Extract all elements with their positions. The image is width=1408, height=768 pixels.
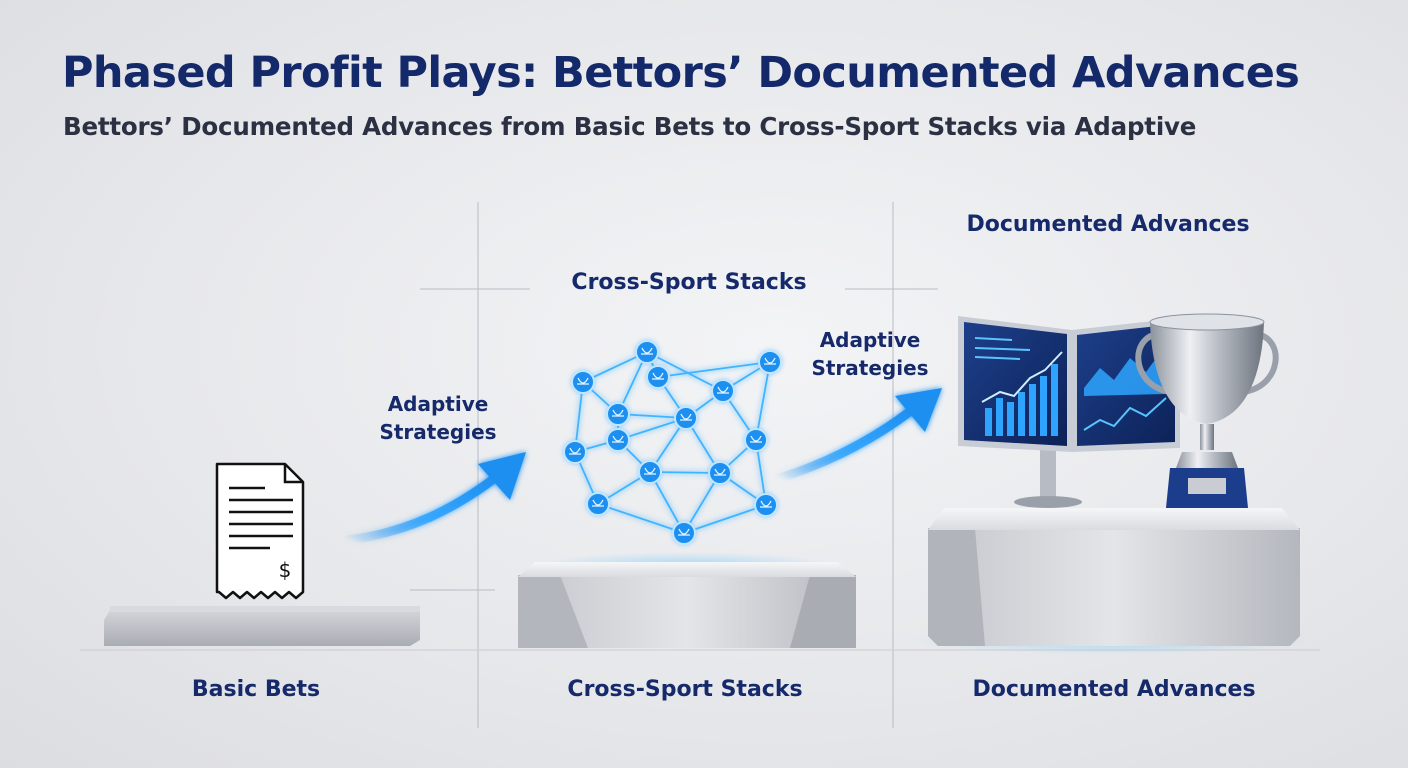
platform-documented — [910, 508, 1310, 654]
sport-ball-icon — [571, 370, 595, 394]
platform-cross-sport — [518, 552, 856, 648]
sport-ball-detail — [750, 435, 762, 443]
sport-ball-icon — [758, 350, 782, 374]
sport-ball-detail — [644, 467, 656, 475]
sport-ball-detail — [714, 468, 726, 476]
receipt-currency: $ — [279, 558, 292, 582]
transition-label-1-line1: Adaptive — [387, 392, 489, 416]
sport-ball-icon — [646, 365, 670, 389]
sport-ball-detail — [680, 413, 692, 421]
network-edge — [683, 504, 767, 534]
sport-ball-icon — [744, 428, 768, 452]
sport-ball-icon — [606, 428, 630, 452]
sport-ball-detail — [577, 377, 589, 385]
network-edge — [657, 361, 771, 378]
dashboard-monitor-icon — [958, 316, 1180, 508]
sport-ball-detail — [760, 500, 772, 508]
stage-label-basic-bets: Basic Bets — [191, 677, 321, 702]
sport-ball-detail — [612, 409, 624, 417]
stage-label-documented: Documented Advances — [972, 677, 1256, 702]
sport-ball-detail — [764, 357, 776, 365]
top-label-cross-sport: Cross-Sport Stacks — [571, 270, 807, 295]
sport-ball-icon — [563, 440, 587, 464]
arrow-2 — [775, 388, 942, 483]
sport-ball-detail — [569, 447, 581, 455]
sport-ball-icon — [638, 460, 662, 484]
sport-ball-icon — [672, 521, 696, 545]
sport-ball-icon — [708, 461, 732, 485]
transition-label-2-line2: Strategies — [811, 356, 929, 380]
sport-ball-icon — [606, 402, 630, 426]
stage-label-cross-sport: Cross-Sport Stacks — [567, 677, 803, 702]
transition-label-1: Adaptive Strategies — [379, 390, 496, 446]
sport-ball-detail — [641, 347, 653, 355]
sport-ball-detail — [612, 435, 624, 443]
arrow-1 — [343, 452, 526, 545]
network-edge — [597, 503, 685, 534]
sport-ball-icon — [674, 406, 698, 430]
page-subtitle: Bettors’ Documented Advances from Basic … — [63, 112, 1197, 141]
sport-ball-detail — [678, 528, 690, 536]
top-label-documented: Documented Advances — [966, 212, 1250, 237]
network-edge — [755, 361, 771, 441]
page-title: Phased Profit Plays: Bettors’ Documented… — [62, 48, 1300, 98]
sport-ball-icon — [754, 493, 778, 517]
sport-ball-icon — [635, 340, 659, 364]
network-edge — [646, 351, 724, 392]
sport-ball-detail — [652, 372, 664, 380]
sport-ball-detail — [592, 499, 604, 507]
transition-label-2: Adaptive Strategies — [811, 326, 928, 382]
transition-label-1-line2: Strategies — [379, 420, 497, 444]
receipt-dollar-icon: $ — [215, 462, 305, 600]
sport-ball-detail — [717, 386, 729, 394]
sport-ball-icon — [586, 492, 610, 516]
sports-network-icon — [563, 340, 782, 545]
transition-label-2-line1: Adaptive — [819, 328, 921, 352]
trophy-icon — [1135, 313, 1279, 508]
platform-basic — [104, 606, 420, 646]
sport-ball-icon — [711, 379, 735, 403]
